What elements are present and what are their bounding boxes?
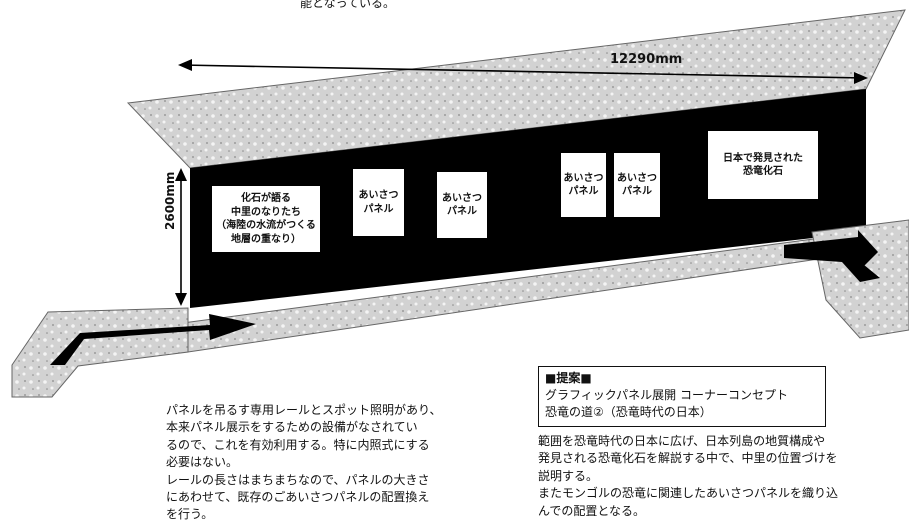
left-flow-arrow — [50, 314, 256, 365]
left-description: パネルを吊るす専用レールとスポット照明があり、 本来パネル展示をするための設備が… — [166, 402, 442, 524]
left-description-line: にあわせて、既存のごあいさつパネルの配置換え — [166, 489, 430, 504]
left-description-line: るので、これを有効利用する。特に内照式にする — [166, 437, 430, 452]
panel-greeting-3: あいさつ パネル — [561, 153, 606, 217]
right-description-line: 説明する。 — [538, 468, 599, 483]
panel-greeting-2: あいさつ パネル — [437, 172, 487, 238]
left-walkway — [11, 307, 189, 398]
left-description-line: を行う。 — [166, 507, 214, 522]
panel-japan-dinosaur-fossils: 日本で発見された 恐竜化石 — [708, 131, 818, 199]
height-arrowhead-top — [175, 168, 187, 181]
left-description-line: 本来パネル展示をするための設備がなされてい — [166, 420, 418, 435]
proposal-line-1: グラフィックパネル展開 コーナーコンセプト — [545, 387, 788, 402]
left-description-line: パネルを吊るす専用レールとスポット照明があり、 — [166, 403, 442, 417]
panel-fossil-geology: 化石が語る 中里のなりたち （海陸の水流がつくる 地層の重なり） — [212, 186, 320, 252]
proposal-line-2: 恐竜の道②（恐竜時代の日本） — [545, 404, 712, 419]
width-arrowhead-right — [854, 72, 868, 84]
right-flow-arrow — [784, 230, 880, 282]
top-caption: 能となっている。 — [300, 0, 396, 10]
right-description-line: 範囲を恐竜時代の日本に広げ、日本列島の地質構成や — [538, 434, 826, 448]
right-description-line: んでの配置となる。 — [538, 503, 646, 518]
display-wall — [190, 89, 866, 308]
proposal-heading: ■提案■ — [545, 371, 592, 385]
right-description-line: 発見される恐竜化石を解説する中で、中里の位置づけを — [538, 451, 838, 466]
height-dimension-label: 2600mm — [163, 171, 177, 230]
panel-greeting-4: あいさつ パネル — [614, 153, 660, 217]
width-dimension-line — [181, 64, 865, 79]
right-description-line: またモンゴルの恐竜に関連したあいさつパネルを織り込 — [538, 486, 839, 501]
width-dimension-label: 12290mm — [610, 52, 683, 67]
panel-greeting-1: あいさつ パネル — [353, 169, 404, 236]
proposal-box: ■提案■ グラフィックパネル展開 コーナーコンセプト 恐竜の道②（恐竜時代の日本… — [538, 366, 826, 427]
left-description-line: 必要はない。 — [166, 455, 239, 470]
width-arrowhead-left — [178, 59, 192, 71]
right-description: 範囲を恐竜時代の日本に広げ、日本列島の地質構成や 発見される恐竜化石を解説する中… — [538, 433, 838, 520]
left-description-line: レールの長さはまちまちなので、パネルの大きさ — [166, 472, 430, 487]
height-arrowhead-bottom — [175, 293, 187, 306]
